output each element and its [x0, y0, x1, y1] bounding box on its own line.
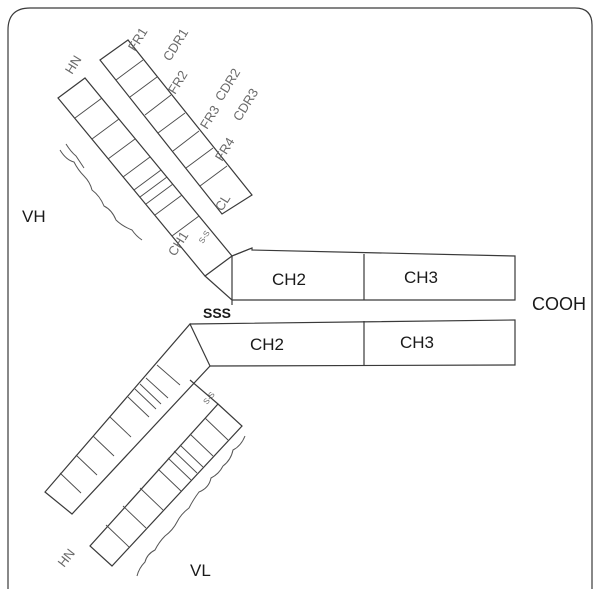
vl-wavy-strand — [137, 436, 245, 576]
ch3-top-label: CH3 — [404, 268, 438, 287]
fr1-label: FR1 — [125, 25, 151, 54]
cdr3-label: CDR3 — [230, 86, 261, 124]
cdr2-label: CDR2 — [212, 66, 243, 104]
vh-wavy-strand — [60, 150, 142, 240]
ch3-bottom-label: CH3 — [400, 333, 434, 352]
ss-top-label: S-S — [197, 229, 212, 245]
cdr1-label: CDR1 — [160, 26, 191, 64]
cooh-label: COOH — [532, 294, 586, 314]
vl-label: VL — [190, 561, 211, 580]
cl-label: CL — [212, 192, 234, 214]
hn-bottom-label: HN — [55, 546, 78, 570]
lower-heavy-chain — [45, 324, 210, 514]
frame-border — [8, 8, 592, 589]
fr2-label: FR2 — [165, 68, 191, 97]
ch2-bottom-label: CH2 — [250, 335, 284, 354]
fc-bottom-chain — [190, 320, 515, 366]
vh-label: VH — [22, 207, 46, 226]
fr4-label: FR4 — [212, 135, 238, 164]
lower-light-chain — [90, 404, 242, 566]
fr3-label: FR3 — [197, 103, 223, 132]
hn-top-label: HN — [62, 53, 85, 77]
ch2-top-label: CH2 — [272, 270, 306, 289]
sss-label: SSS — [203, 305, 231, 321]
